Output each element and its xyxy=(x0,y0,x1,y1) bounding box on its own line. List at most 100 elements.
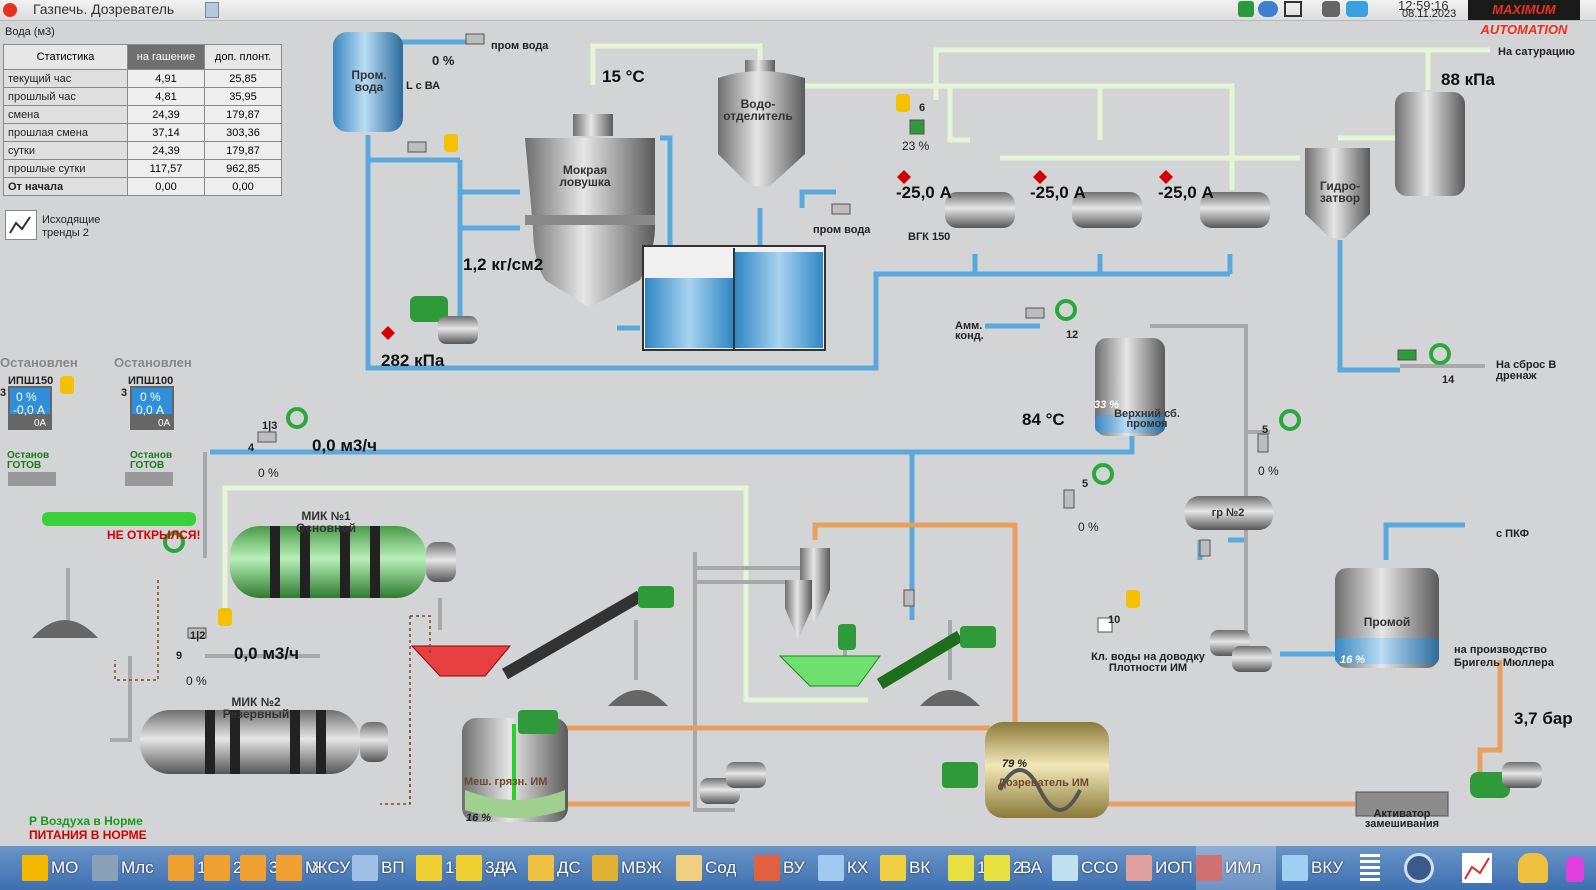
pressure-readout: 282 кПа xyxy=(381,351,445,370)
header-tank-2[interactable] xyxy=(1185,496,1273,530)
valve-number: 12 xyxy=(1066,329,1079,341)
steam-pipes xyxy=(222,43,1490,703)
app-icon xyxy=(1282,855,1308,881)
level-percent: 79 % xyxy=(1002,758,1028,770)
trend-button[interactable] xyxy=(5,210,37,240)
valve-number: 5 xyxy=(1082,478,1089,490)
stats-caption: Вода (м3) xyxy=(5,26,55,38)
weigher-percent: 0 % xyxy=(16,390,37,404)
conveyor-green[interactable] xyxy=(778,626,996,690)
app-icon xyxy=(240,855,266,881)
taskbar-label: ВКУ xyxy=(1311,858,1344,877)
row-label: прошлый час xyxy=(3,87,128,106)
close-icon[interactable] xyxy=(3,3,17,17)
engineer-icon[interactable] xyxy=(1518,853,1548,883)
title-bar: Газпечь. Дозреватель 12:59:16 08.11.2023… xyxy=(0,0,1596,37)
maturator[interactable] xyxy=(942,722,1109,818)
mill-1[interactable] xyxy=(230,526,456,598)
taskbar-item[interactable]: КХ xyxy=(818,846,868,890)
valve-percent: 0 % xyxy=(1078,520,1099,534)
chart-icon xyxy=(9,216,31,234)
hydraulic-seal[interactable] xyxy=(1305,92,1465,238)
taskbar-label: ВУ xyxy=(783,858,805,877)
cyclone[interactable] xyxy=(785,548,830,640)
settings-icon[interactable] xyxy=(1404,853,1434,883)
dirty-mixer[interactable] xyxy=(462,710,568,822)
app-icon xyxy=(168,855,194,881)
document-icon[interactable] xyxy=(205,2,219,18)
taskbar-item[interactable]: ВУ xyxy=(754,846,805,890)
current-readout-1: -25,0 А xyxy=(896,183,952,202)
taskbar-item[interactable]: ДС xyxy=(528,846,581,890)
valves[interactable] xyxy=(187,33,1417,639)
taskbar-label: ВК xyxy=(909,858,931,877)
production-label: на производство Бригель Мюллера xyxy=(1454,644,1554,669)
manual-mode-icons xyxy=(60,94,1140,626)
taskbar-item[interactable]: 3-4 xyxy=(456,846,510,890)
wet-trap[interactable] xyxy=(525,114,655,308)
taskbar-item[interactable]: 1 xyxy=(948,846,986,890)
hand-icon[interactable] xyxy=(1566,856,1584,882)
taskbar-item[interactable]: ЖСУ xyxy=(312,846,350,890)
status-label: Остановлен xyxy=(0,355,78,370)
taskbar-item[interactable]: ИОП xyxy=(1126,846,1193,890)
status-label: Остановлен xyxy=(114,355,192,370)
row-label: прошлые сутки xyxy=(3,159,128,178)
process-pipes xyxy=(66,324,1485,812)
taskbar-item[interactable]: ВП xyxy=(352,846,405,890)
taskbar-item[interactable]: ДА xyxy=(494,846,517,890)
app-icon xyxy=(1126,855,1152,881)
pumps[interactable] xyxy=(410,296,1542,804)
taskbar-item[interactable]: ВА xyxy=(1020,846,1042,890)
upper-rinse-tank[interactable] xyxy=(1095,338,1165,436)
telegram-icon[interactable] xyxy=(1346,1,1368,17)
valve-number: 1|2 xyxy=(190,630,206,642)
cell: 35,95 xyxy=(204,87,282,106)
water-separator[interactable] xyxy=(718,60,805,186)
conveyor-red[interactable] xyxy=(410,586,674,680)
taskbar-item[interactable]: 2 xyxy=(984,846,1022,890)
mill-2[interactable] xyxy=(140,710,388,774)
taskbar-item-active[interactable]: ИМл xyxy=(1196,846,1276,890)
taskbar-label: 1 xyxy=(977,858,987,877)
vgk-pumps[interactable] xyxy=(945,192,1270,228)
taskbar-item[interactable]: ССО xyxy=(1052,846,1118,890)
flow-readout: 0,0 м3/ч xyxy=(234,644,299,663)
app-icon xyxy=(984,855,1010,881)
taskbar-item[interactable]: М xyxy=(276,846,319,890)
chat-icon[interactable] xyxy=(1258,1,1278,17)
weighers[interactable] xyxy=(8,386,174,430)
taskbar-item[interactable]: ВКУ xyxy=(1282,846,1343,890)
cell: 0,00 xyxy=(204,177,282,196)
user-icon[interactable] xyxy=(1322,1,1340,17)
taskbar-item[interactable]: МВЖ xyxy=(592,846,662,890)
trend-label: Исходящие тренды 2 xyxy=(42,214,101,239)
valve-percent: 23 % xyxy=(902,139,930,153)
prom-voda-tank-label: Пром. вода xyxy=(351,68,387,94)
taskbar-item[interactable]: МО xyxy=(22,846,78,890)
activator[interactable] xyxy=(1355,791,1449,817)
settling-tank[interactable] xyxy=(642,245,826,351)
weigher-label: ИПШ100 xyxy=(128,375,174,387)
menu-icon[interactable] xyxy=(1360,854,1380,882)
current-readout-2: -25,0 А xyxy=(1030,183,1086,202)
warning-icons xyxy=(381,170,1173,340)
taskbar-item[interactable]: ВК xyxy=(880,846,930,890)
feed-conveyor[interactable] xyxy=(42,512,196,526)
flow-readout: 0,0 м3/ч xyxy=(312,436,377,455)
add-icon[interactable] xyxy=(1238,1,1254,17)
stats-header: Статистика xyxy=(3,44,128,70)
trend-icon[interactable] xyxy=(1462,853,1492,883)
taskbar-item[interactable]: Млс xyxy=(92,846,154,890)
prom-voda-tank[interactable] xyxy=(333,32,403,132)
taskbar-label: ДС xyxy=(557,858,581,877)
taskbar-item[interactable]: Сод xyxy=(676,846,736,890)
valve-number: 1|3 xyxy=(262,420,278,432)
clock: 12:59:16 xyxy=(1398,0,1449,13)
rinse-tank[interactable] xyxy=(1335,568,1439,668)
upper-rinse-label: Верхний сб. промоя xyxy=(1114,408,1180,430)
app-icon xyxy=(676,855,702,881)
network-icon[interactable] xyxy=(1284,1,1302,17)
date: 08.11.2023 xyxy=(1402,8,1457,20)
taskbar-label: ВА xyxy=(1020,858,1043,877)
